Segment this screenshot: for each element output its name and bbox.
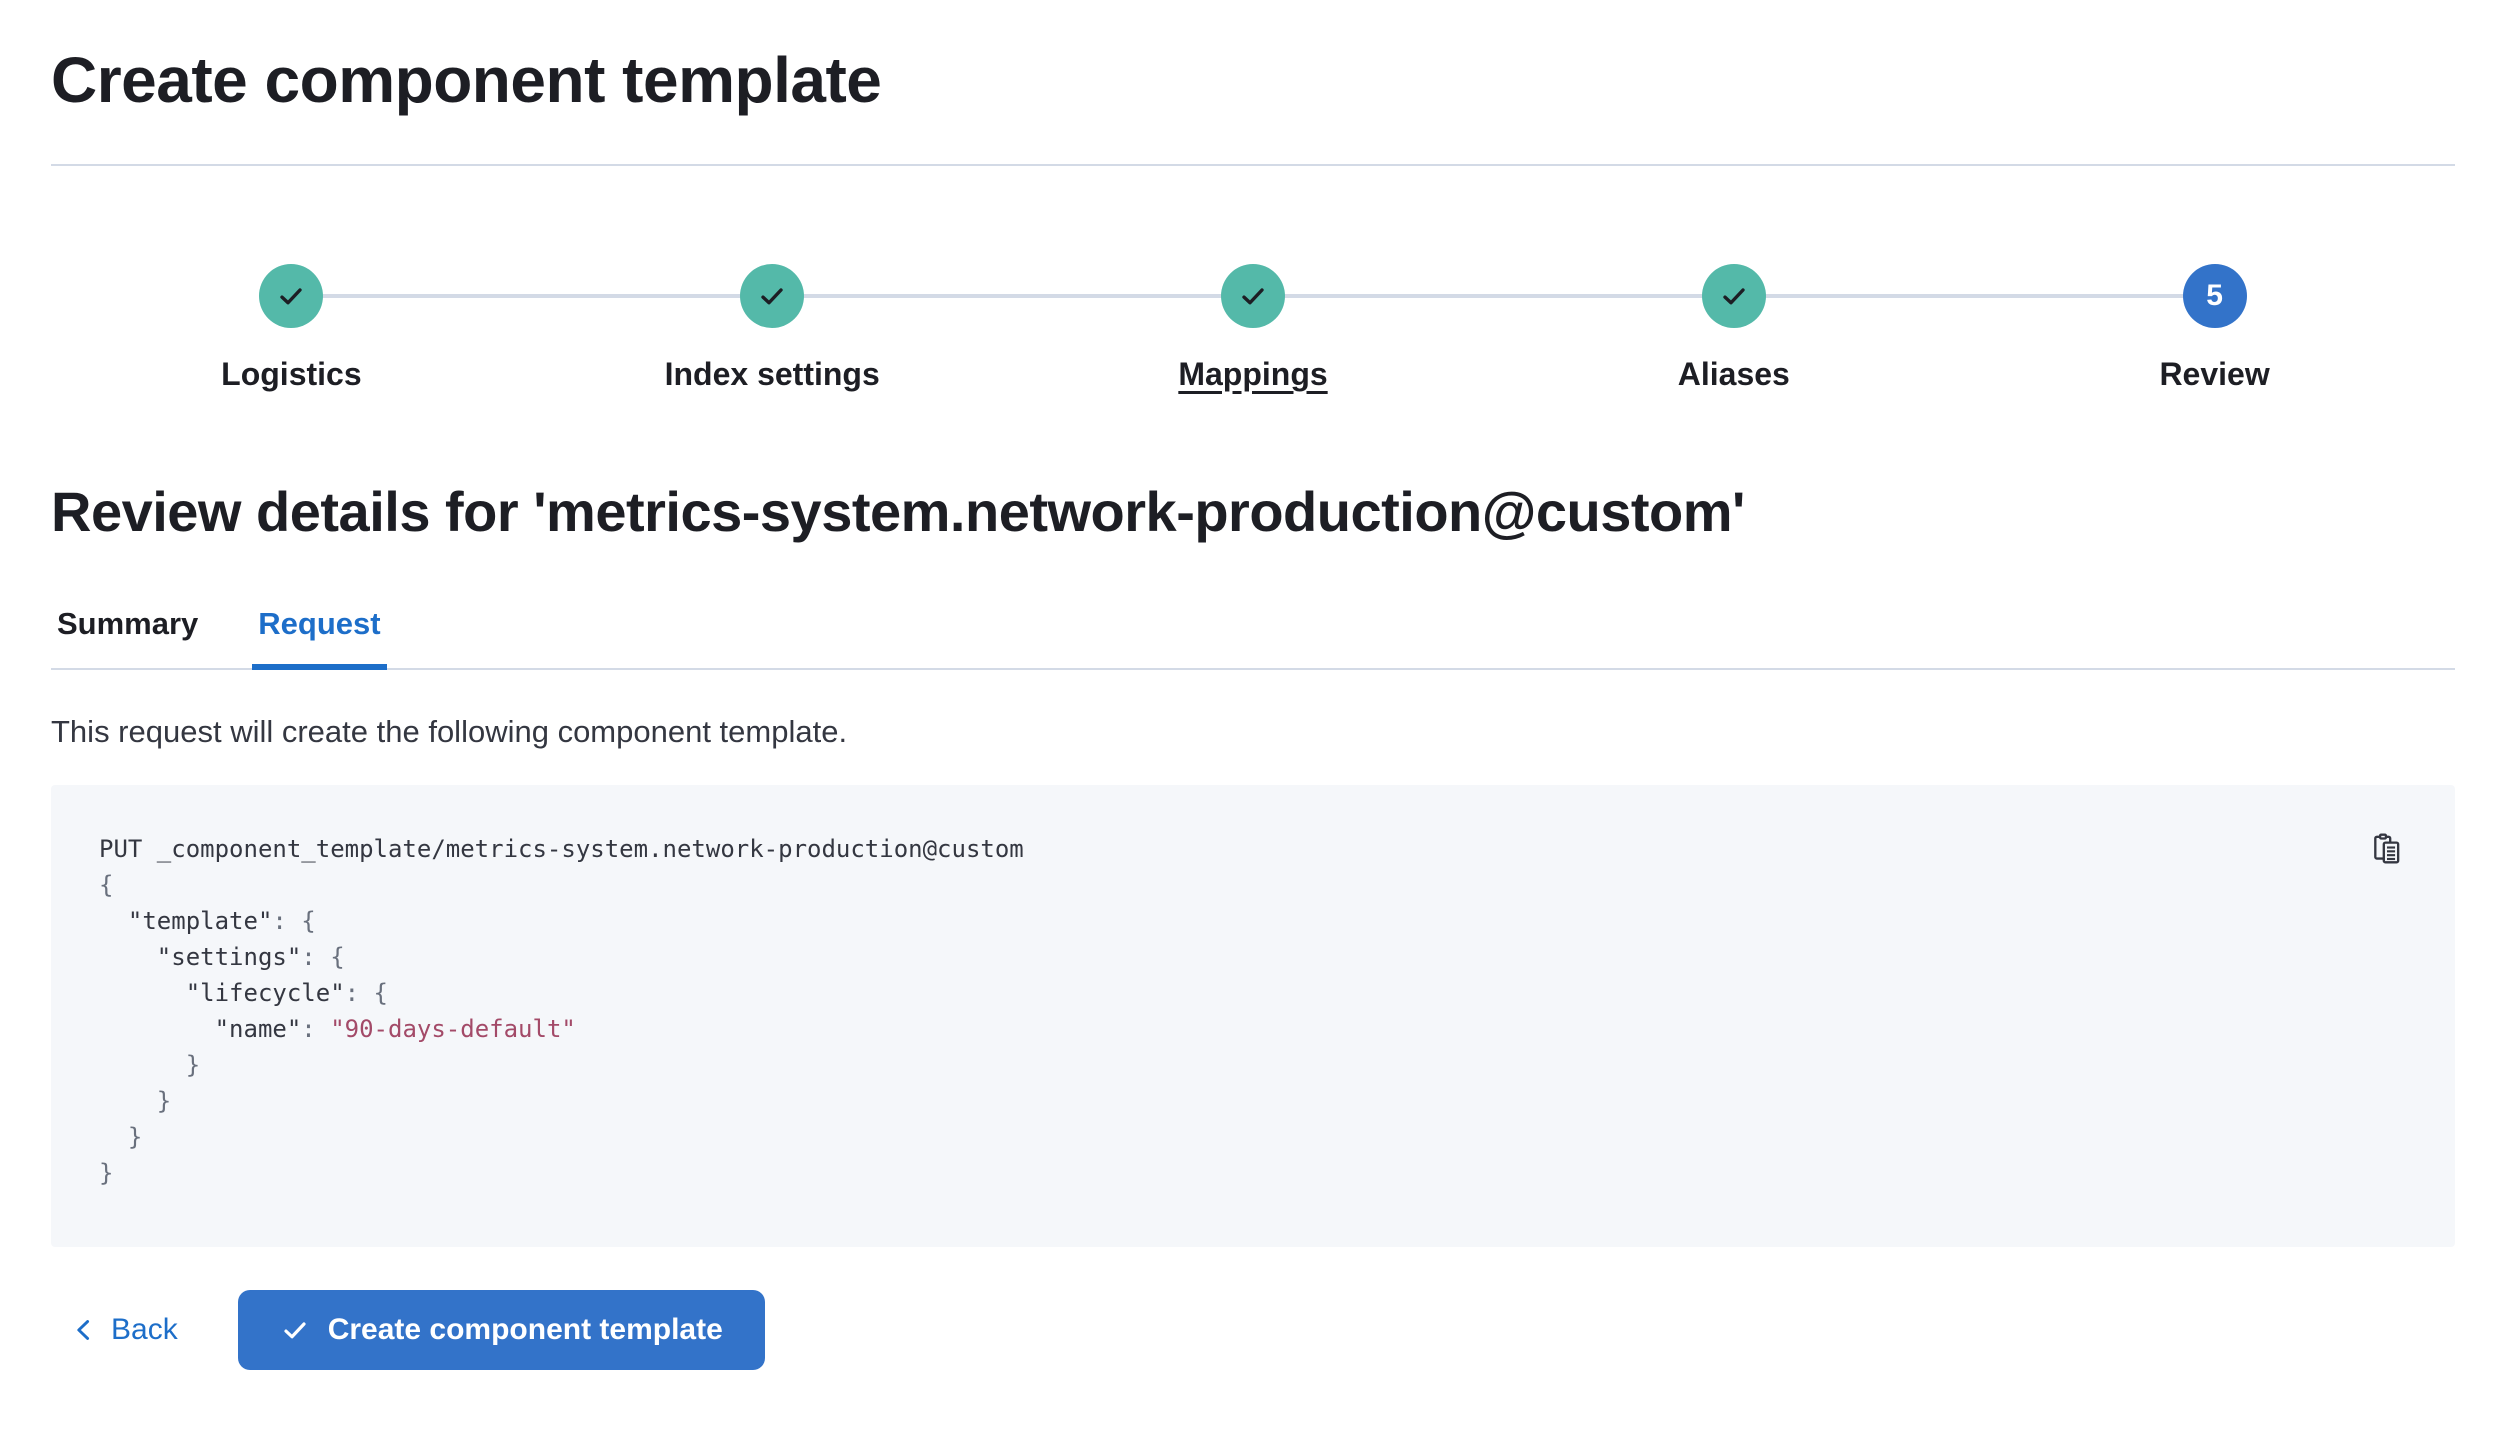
step-label: Mappings — [1178, 356, 1328, 392]
code-line: "template": { — [127, 907, 316, 935]
page: Create component template Logistics Index… — [0, 44, 2506, 1432]
code-line: } — [99, 1051, 201, 1079]
code-block: PUT _component_template/metrics-system.n… — [51, 785, 2455, 1247]
code-line: PUT _component_template/metrics-system.n… — [99, 835, 1024, 863]
create-button-label: Create component template — [327, 1313, 723, 1346]
back-button-label: Back — [111, 1313, 178, 1346]
code-line: "settings": { — [156, 943, 345, 971]
check-icon — [280, 288, 303, 305]
check-icon — [1242, 288, 1264, 305]
title-divider — [51, 164, 2455, 166]
code-line: { — [99, 871, 114, 899]
active-tab-indicator — [252, 664, 387, 670]
check-icon — [284, 1322, 306, 1339]
code-line: "lifecycle": { — [185, 979, 389, 1007]
back-button[interactable]: Back — [51, 1303, 198, 1357]
tab-label: Summary — [57, 606, 199, 641]
review-heading: Review details for 'metrics-system.netwo… — [51, 480, 1745, 543]
step-label: Review — [2159, 356, 2270, 392]
step-label: Index settings — [664, 356, 880, 392]
step-complete-circle — [1701, 264, 1766, 328]
tabs: Summary Request — [51, 604, 2455, 670]
tab-summary[interactable]: Summary — [51, 604, 204, 668]
code-line: } — [99, 1159, 114, 1187]
create-component-template-button[interactable]: Create component template — [237, 1290, 765, 1370]
step-complete-circle — [259, 264, 324, 328]
request-description: This request will create the following c… — [51, 714, 848, 749]
stepper-step-index-settings[interactable]: Index settings — [532, 264, 1013, 394]
check-icon — [1723, 288, 1745, 305]
stepper-step-logistics[interactable]: Logistics — [51, 264, 532, 394]
step-label: Logistics — [221, 356, 362, 392]
code-line: "name": "90-days-default" — [214, 1015, 576, 1043]
step-current-circle: 5 — [2182, 264, 2247, 328]
copy-clipboard-icon — [2374, 833, 2400, 864]
footer: Back Create component template — [51, 1290, 2455, 1370]
stepper-step-mappings[interactable]: Mappings — [1013, 264, 1494, 394]
step-number: 5 — [2206, 279, 2223, 312]
code-lines: PUT _component_template/metrics-system.n… — [99, 831, 2407, 1191]
code-line: } — [99, 1087, 172, 1115]
chevron-left-icon — [77, 1320, 90, 1340]
step-complete-circle — [1220, 264, 1285, 328]
copy-button[interactable] — [2367, 829, 2407, 869]
tab-label: Request — [258, 606, 381, 641]
page-title: Create component template — [51, 44, 882, 116]
tab-request[interactable]: Request — [252, 604, 387, 670]
step-complete-circle — [740, 264, 805, 328]
check-icon — [761, 288, 783, 305]
code-line: } — [99, 1123, 143, 1151]
step-label: Aliases — [1677, 356, 1790, 392]
stepper-step-aliases[interactable]: Aliases — [1493, 264, 1974, 394]
